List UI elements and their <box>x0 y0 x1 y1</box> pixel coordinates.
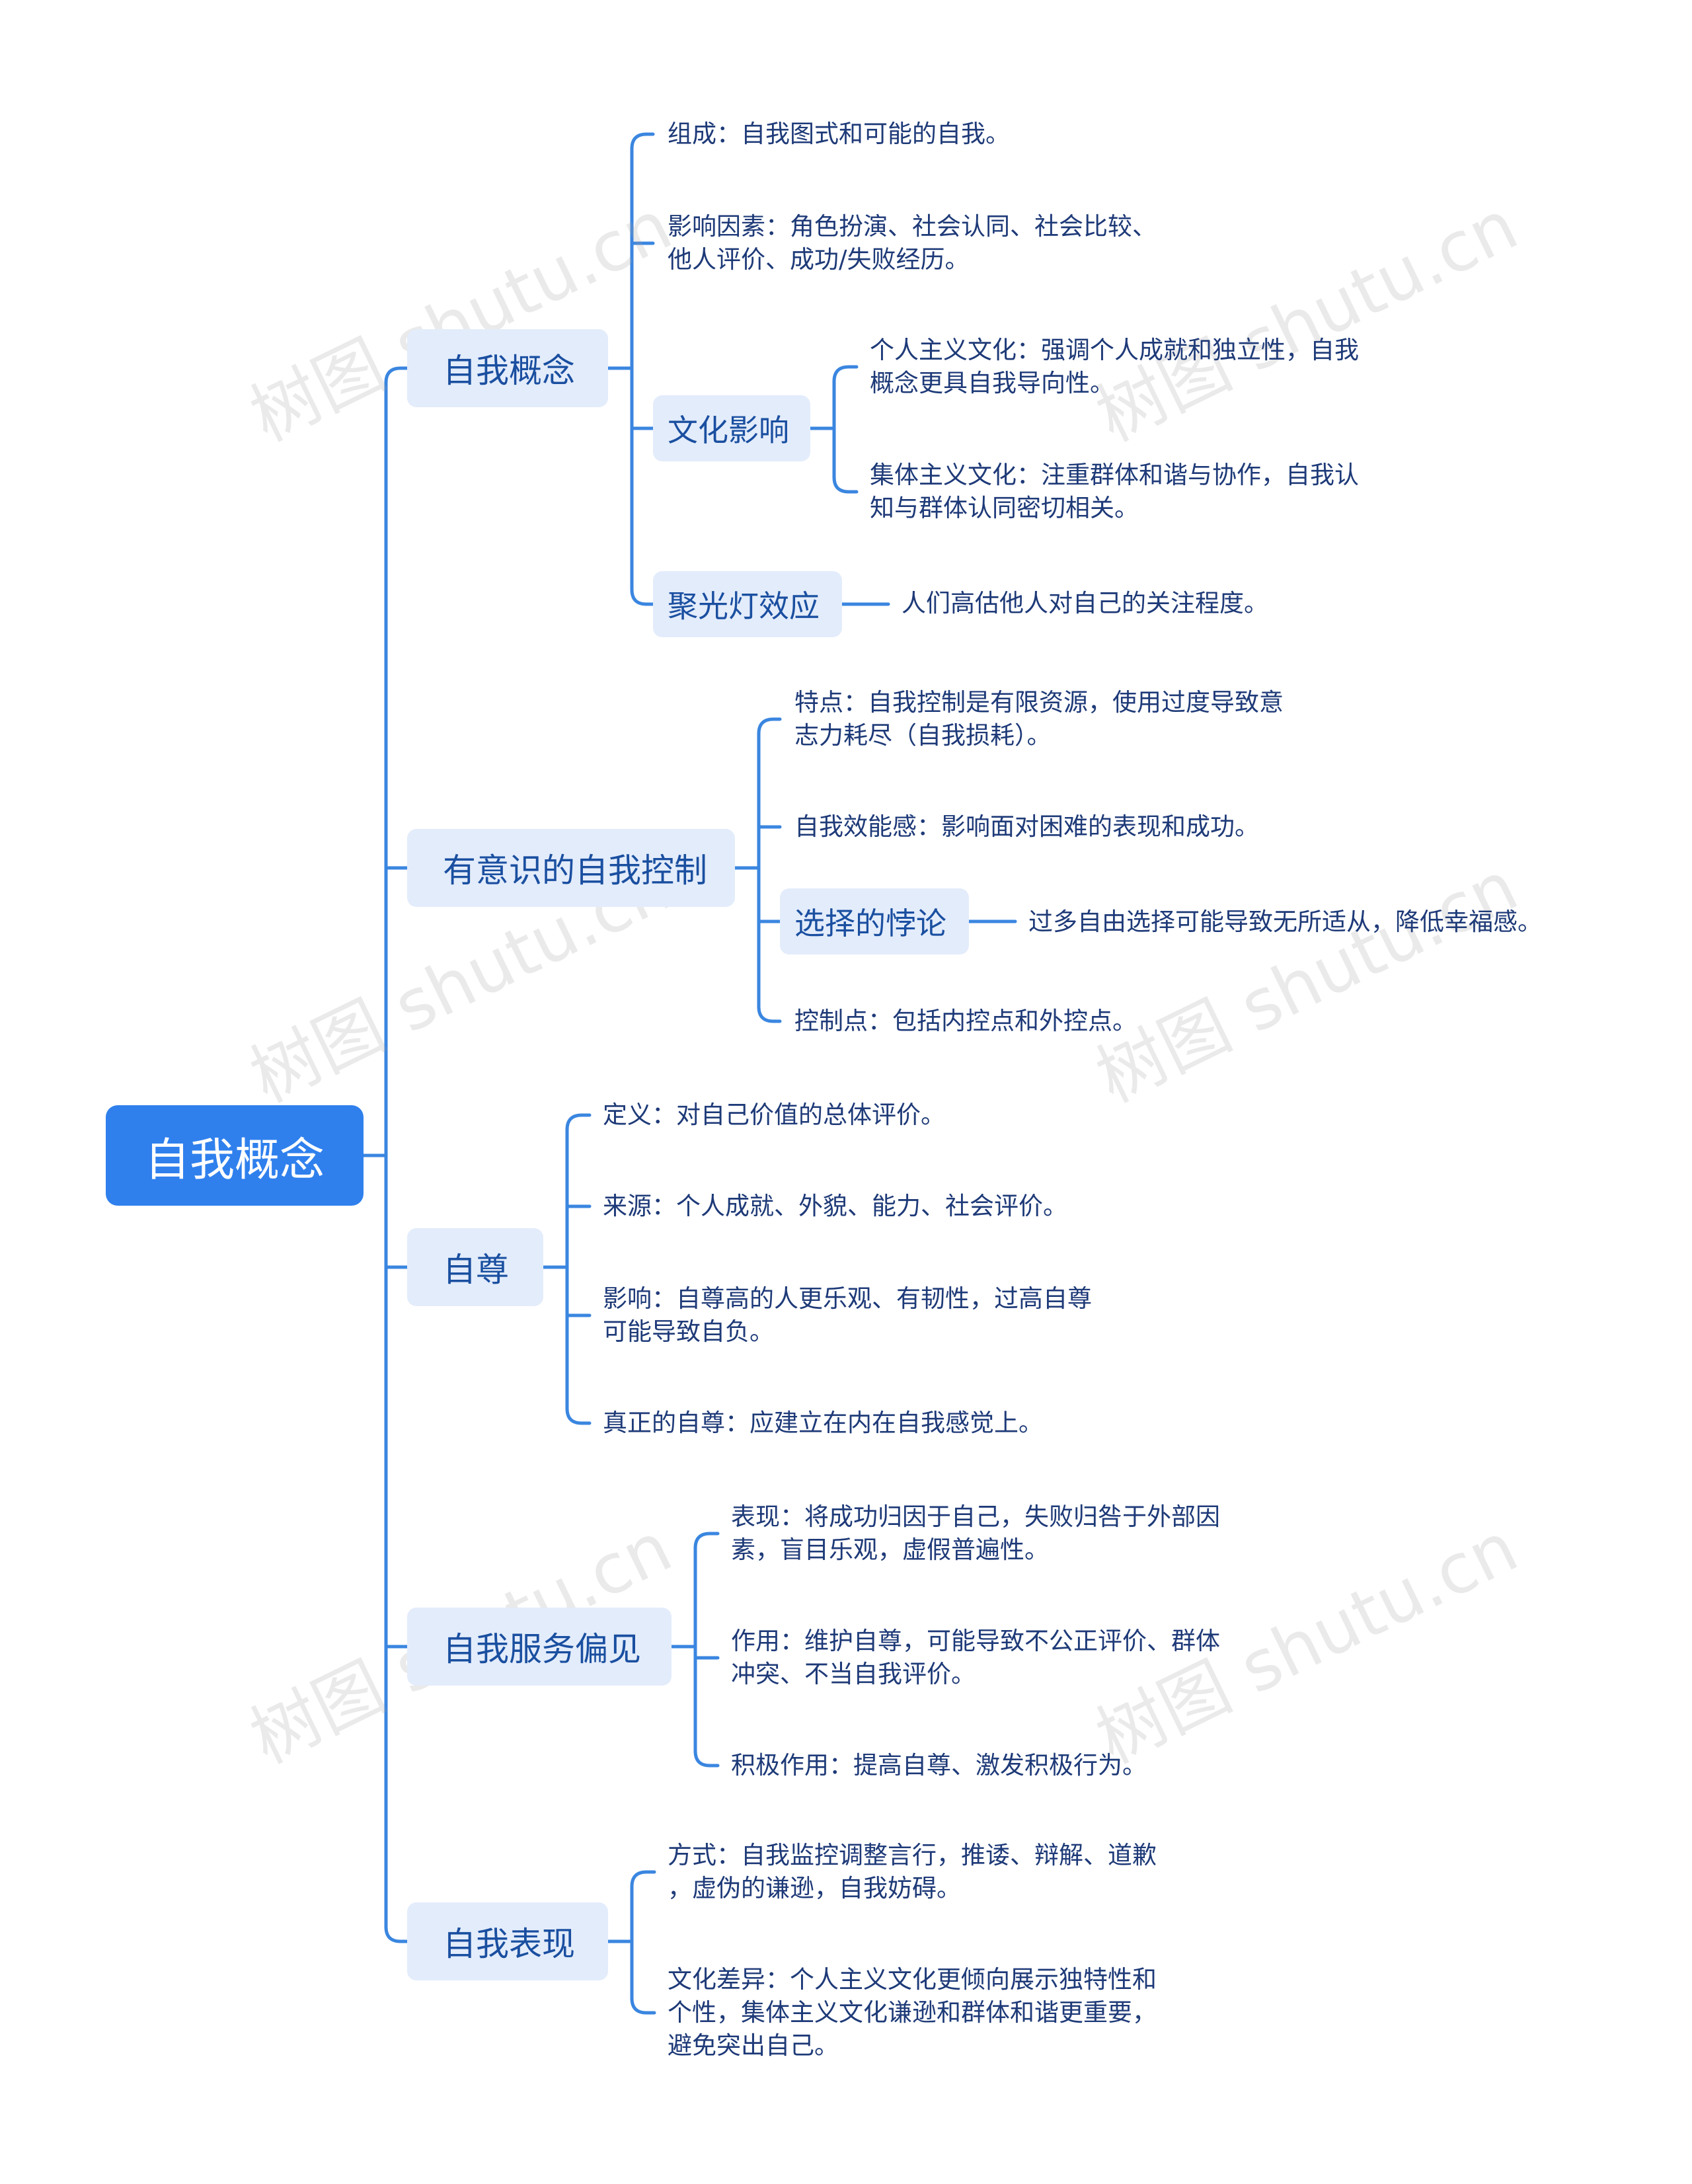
leaf-positive-effect[interactable]: 积极作用：提高自尊、激发积极行为。 <box>731 1751 1147 1779</box>
subbranch-node-paradox-of-choice[interactable]: 选择的悖论 <box>780 888 969 955</box>
branch1-link-elbow-0 <box>630 132 655 151</box>
branch2-link-elbow-0 <box>757 717 782 736</box>
leaf-locus-of-control[interactable]: 控制点：包括内控点和外控点。 <box>794 1007 1137 1035</box>
branch-node-self-control[interactable]: 有意识的自我控制 <box>407 829 735 907</box>
leaf-spotlight[interactable]: 人们高估他人对自己的关注程度。 <box>902 589 1268 617</box>
root-node[interactable]: 自我概念 <box>106 1105 364 1206</box>
culture-link-elbow-1 <box>832 475 859 494</box>
leaf-self-efficacy[interactable]: 自我效能感：影响面对困难的表现和成功。 <box>794 812 1259 841</box>
branch5-link-elbow-1 <box>630 1996 656 2015</box>
branch3-link-elbow-3 <box>565 1407 592 1425</box>
root-link-elbow-0 <box>384 366 409 385</box>
leaf-individualism[interactable]: 个人主义文化：强调个人成就和独立性，自我 概念更具自我导向性。 <box>870 336 1359 397</box>
leaf-manifestation[interactable]: 表现：将成功归因于自己，失败归咎于外部因 素，盲目乐观，虚假普遍性。 <box>731 1502 1220 1564</box>
branch4-link-elbow-0 <box>693 1532 720 1550</box>
branch4-link-elbow-2 <box>693 1749 720 1768</box>
subbranch-node-spotlight-effect[interactable]: 聚光灯效应 <box>653 571 842 637</box>
branch2-link-elbow-3 <box>757 1005 782 1023</box>
leaf-function[interactable]: 作用：维护自尊，可能导致不公正评价、群体 冲突、不当自我评价。 <box>731 1627 1220 1688</box>
branch3-link-elbow-0 <box>565 1113 592 1132</box>
leaf-effects[interactable]: 影响：自尊高的人更乐观、有韧性，过高自尊 可能导致自负。 <box>603 1284 1092 1346</box>
leaf-influencing-factors[interactable]: 影响因素：角色扮演、社会认同、社会比较、 他人评价、成功/失败经历。 <box>668 212 1157 274</box>
root-link-elbow-4 <box>384 1925 409 1943</box>
leaf-definition[interactable]: 定义：对自己价值的总体评价。 <box>603 1101 945 1129</box>
leaf-paradox[interactable]: 过多自由选择可能导致无所适从，降低幸福感。 <box>1028 908 1542 936</box>
leaf-methods[interactable]: 方式：自我监控调整言行，推诿、辩解、道歉 ，虚伪的谦逊，自我妨碍。 <box>668 1841 1157 1902</box>
branch-node-self-concept[interactable]: 自我概念 <box>407 329 608 407</box>
culture-link-elbow-0 <box>832 365 859 383</box>
branch5-link-elbow-0 <box>630 1870 656 1889</box>
branch-node-self-esteem[interactable]: 自尊 <box>407 1228 543 1306</box>
leaf-collectivism[interactable]: 集体主义文化：注重群体和谐与协作，自我认 知与群体认同密切相关。 <box>870 461 1359 522</box>
subbranch-node-cultural-influence[interactable]: 文化影响 <box>653 395 810 461</box>
leaf-sources[interactable]: 来源：个人成就、外貌、能力、社会评价。 <box>603 1192 1067 1220</box>
branch-node-self-serving-bias[interactable]: 自我服务偏见 <box>407 1608 672 1686</box>
leaf-characteristics[interactable]: 特点：自我控制是有限资源，使用过度导致意 志力耗尽（自我损耗）。 <box>794 688 1284 750</box>
leaf-composition[interactable]: 组成：自我图式和可能的自我。 <box>668 120 1010 148</box>
leaf-true-self-esteem[interactable]: 真正的自尊：应建立在内在自我感觉上。 <box>603 1409 1043 1437</box>
branch-node-self-presentation[interactable]: 自我表现 <box>407 1902 608 1980</box>
branch1-link-elbow-3 <box>630 588 655 606</box>
leaf-cultural-differences[interactable]: 文化差异：个人主义文化更倾向展示独特性和 个性，集体主义文化谦逊和群体和谐更重要… <box>668 1965 1157 2060</box>
